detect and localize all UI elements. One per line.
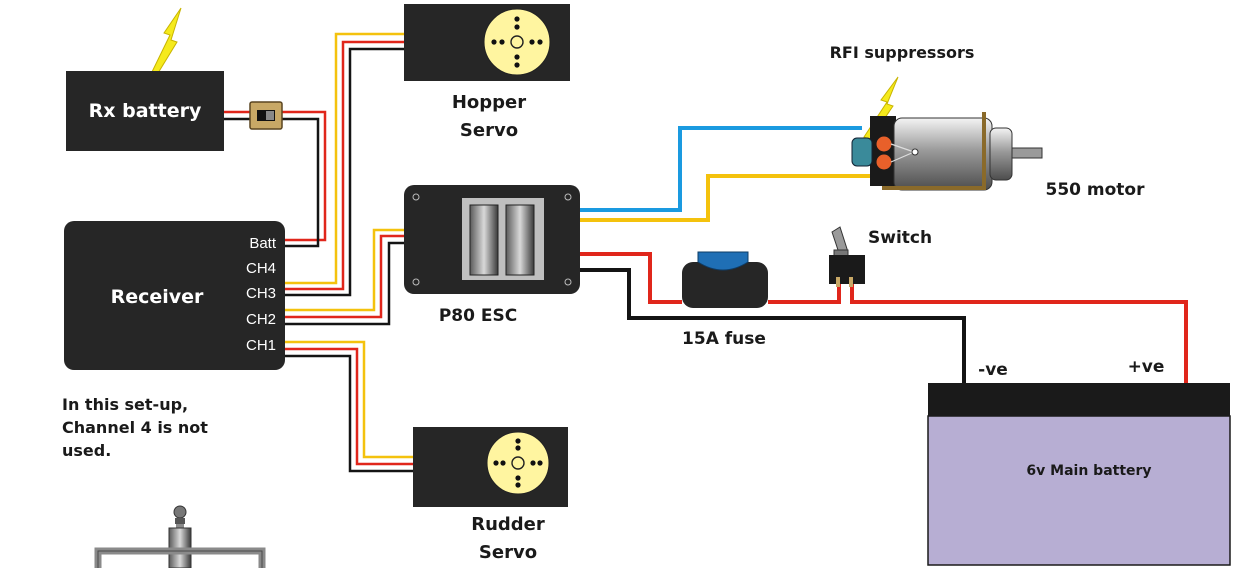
rfi-label: RFI suppressors [830, 43, 975, 62]
esc-label: P80 ESC [439, 306, 517, 326]
hopper-servo-label-2: Servo [460, 120, 518, 141]
note-line-2: Channel 4 is not [62, 418, 208, 437]
rudder-servo-label-2: Servo [479, 542, 537, 563]
rudder-servo-label-1: Rudder [471, 514, 545, 535]
motor-leads [580, 126, 878, 222]
receiver-pin-ch4: CH4 [246, 260, 276, 277]
rx-slide-switch[interactable] [249, 101, 283, 130]
receiver-pin-ch2: CH2 [246, 311, 276, 328]
receiver-pin-ch3: CH3 [246, 285, 276, 302]
rx-battery-label: Rx battery [89, 100, 202, 122]
fuse: 15A fuse [682, 251, 768, 349]
hopper-servo: Hopper Servo [404, 4, 570, 141]
motor: RFI suppressors 550 motor [830, 43, 1146, 200]
rudder-servo: Rudder Servo [413, 427, 568, 563]
transmitter-icon [94, 505, 266, 568]
negative-terminal-label: -ve [978, 360, 1008, 380]
rx-battery: Rx battery [66, 71, 224, 151]
rudder-servo-lead [285, 340, 413, 473]
hopper-servo-label-1: Hopper [452, 92, 526, 113]
receiver-pin-batt: Batt [249, 235, 277, 252]
receiver: Receiver Batt CH4 CH3 CH2 CH1 [64, 221, 285, 370]
power-leads [580, 252, 1188, 383]
hopper-servo-lead [285, 32, 404, 297]
toggle-switch[interactable]: Switch [829, 226, 932, 287]
motor-label: 550 motor [1046, 180, 1146, 200]
fuse-label: 15A fuse [682, 329, 766, 349]
receiver-pin-ch1: CH1 [246, 337, 276, 354]
esc: P80 ESC [404, 185, 580, 326]
switch-label: Switch [868, 228, 932, 248]
rx-battery-lead [224, 110, 327, 248]
main-battery: 6v Main battery -ve +ve [927, 357, 1231, 566]
lightning-bolt-icon [149, 7, 182, 79]
main-battery-label: 6v Main battery [1026, 463, 1151, 479]
note-line-3: used. [62, 441, 111, 460]
esc-signal-lead [285, 228, 404, 326]
receiver-label: Receiver [111, 286, 204, 308]
setup-note: In this set-up, Channel 4 is not used. [62, 395, 208, 460]
positive-terminal-label: +ve [1128, 357, 1165, 377]
note-line-1: In this set-up, [62, 395, 188, 414]
